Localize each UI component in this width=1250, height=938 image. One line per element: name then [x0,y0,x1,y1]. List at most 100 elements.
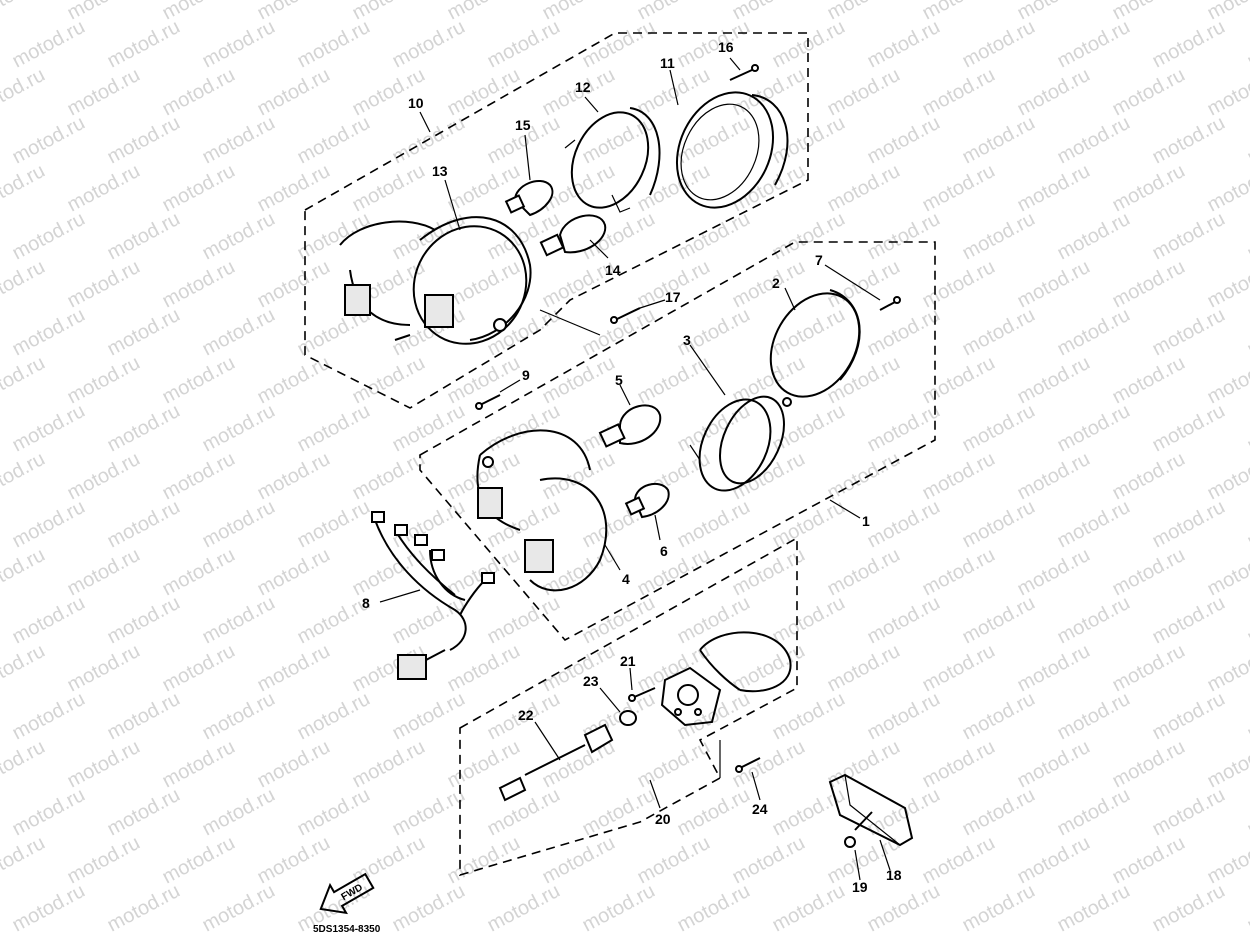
watermark-text: motod.ru [9,16,89,72]
watermark-text: motod.ru [444,64,524,120]
part-18-reflector [828,773,914,847]
callout-18: 18 [886,867,902,883]
watermark-text: motod.ru [1109,736,1189,792]
watermark-text: motod.ru [1204,64,1250,120]
callout-14: 14 [605,262,621,278]
watermark-text: motod.ru [0,352,49,408]
watermark-text: motod.ru [1054,304,1134,360]
watermark-text: motod.ru [484,592,564,648]
watermark-text: motod.ru [1054,880,1134,936]
watermark-text: motod.ru [674,784,754,840]
watermark-text: motod.ru [159,736,239,792]
watermark-text: motod.ru [1244,496,1250,552]
watermark-text: motod.ru [389,208,469,264]
watermark-text: motod.ru [769,784,849,840]
watermark-text: motod.ru [64,64,144,120]
watermark-text: motod.ru [769,592,849,648]
watermark-text: motod.ru [959,400,1039,456]
watermark-text: motod.ru [64,736,144,792]
watermark-text: motod.ru [919,256,999,312]
watermark-text: motod.ru [864,400,944,456]
part-11-lens-rim [675,91,789,209]
watermark-text: motod.ru [729,160,809,216]
watermark-text: motod.ru [959,496,1039,552]
part-7-screw [879,296,901,311]
watermark-text: motod.ru [349,832,429,888]
watermark-text: motod.ru [64,256,144,312]
watermark-text: motod.ru [104,880,184,936]
watermark-text: motod.ru [1244,304,1250,360]
watermark-text: motod.ru [864,688,944,744]
watermark-text: motod.ru [254,256,334,312]
watermark-text: motod.ru [254,448,334,504]
part-21-screw [628,687,656,702]
watermark-text: motod.ru [254,352,334,408]
watermark-text: motod.ru [634,352,714,408]
group-outline-20 [459,536,798,877]
part-9-screw [475,394,501,410]
watermark-text: motod.ru [1014,160,1094,216]
watermark-text: motod.ru [579,16,659,72]
watermark-text: motod.ru [484,16,564,72]
watermark-text: motod.ru [254,640,334,696]
watermark-text: motod.ru [9,784,89,840]
watermark-text: motod.ru [159,160,239,216]
watermark-text: motod.ru [254,160,334,216]
watermark-text: motod.ru [919,448,999,504]
watermark-text: motod.ru [1149,784,1229,840]
watermark-text: motod.ru [294,496,374,552]
watermark-text: motod.ru [444,352,524,408]
watermark-text: motod.ru [199,880,279,936]
part-22-socket-wire [498,723,614,802]
watermark-text: motod.ru [0,160,49,216]
watermark-text: motod.ru [64,160,144,216]
watermark-text: motod.ru [1014,256,1094,312]
watermark-text: motod.ru [824,736,904,792]
watermark-text: motod.ru [824,160,904,216]
watermark-text: motod.ru [959,784,1039,840]
watermark-text: motod.ru [579,880,659,936]
watermark-text: motod.ru [104,16,184,72]
watermark-text: motod.ru [9,304,89,360]
watermark-text: motod.ru [104,304,184,360]
leader-lines [379,57,891,881]
callout-22: 22 [518,707,534,723]
watermark-text: motod.ru [634,160,714,216]
watermark-text: motod.ru [864,592,944,648]
watermark-text: motod.ru [579,784,659,840]
watermark-text: motod.ru [729,832,809,888]
part-8-wire-harness [371,511,495,680]
part-12-bezel-ring [564,107,661,213]
watermark-text: motod.ru [1054,16,1134,72]
watermark-text: motod.ru [484,208,564,264]
watermark-text: motod.ru [1244,112,1250,168]
watermark-text: motod.ru [199,784,279,840]
watermark-text: motod.ru [0,448,49,504]
watermark-text: motod.ru [1014,352,1094,408]
watermark-text: motod.ru [1244,784,1250,840]
watermark-text: motod.ru [1014,64,1094,120]
watermark-text: motod.ru [919,736,999,792]
watermark-text: motod.ru [0,256,49,312]
watermark-text: motod.ru [254,832,334,888]
callout-5: 5 [615,372,623,388]
watermark-text: motod.ru [9,112,89,168]
watermark-text: motod.ru [104,112,184,168]
watermark-text: motod.ru [864,496,944,552]
part-6-bulb [624,482,670,519]
watermark-text: motod.ru [0,0,49,24]
watermark-text: motod.ru [729,256,809,312]
watermark-text: motod.ru [9,880,89,936]
watermark-text: motod.ru [1054,400,1134,456]
watermark-text: motod.ru [1204,640,1250,696]
watermark-text: motod.ru [1109,160,1189,216]
callout-12: 12 [575,79,591,95]
callout-7: 7 [815,252,823,268]
watermark-text: motod.ru [729,448,809,504]
watermark-text: motod.ru [959,112,1039,168]
watermark-text: motod.ru [634,64,714,120]
watermark-text: motod.ru [0,64,49,120]
watermark-text: motod.ru [864,16,944,72]
watermark-text: motod.ru [1244,592,1250,648]
